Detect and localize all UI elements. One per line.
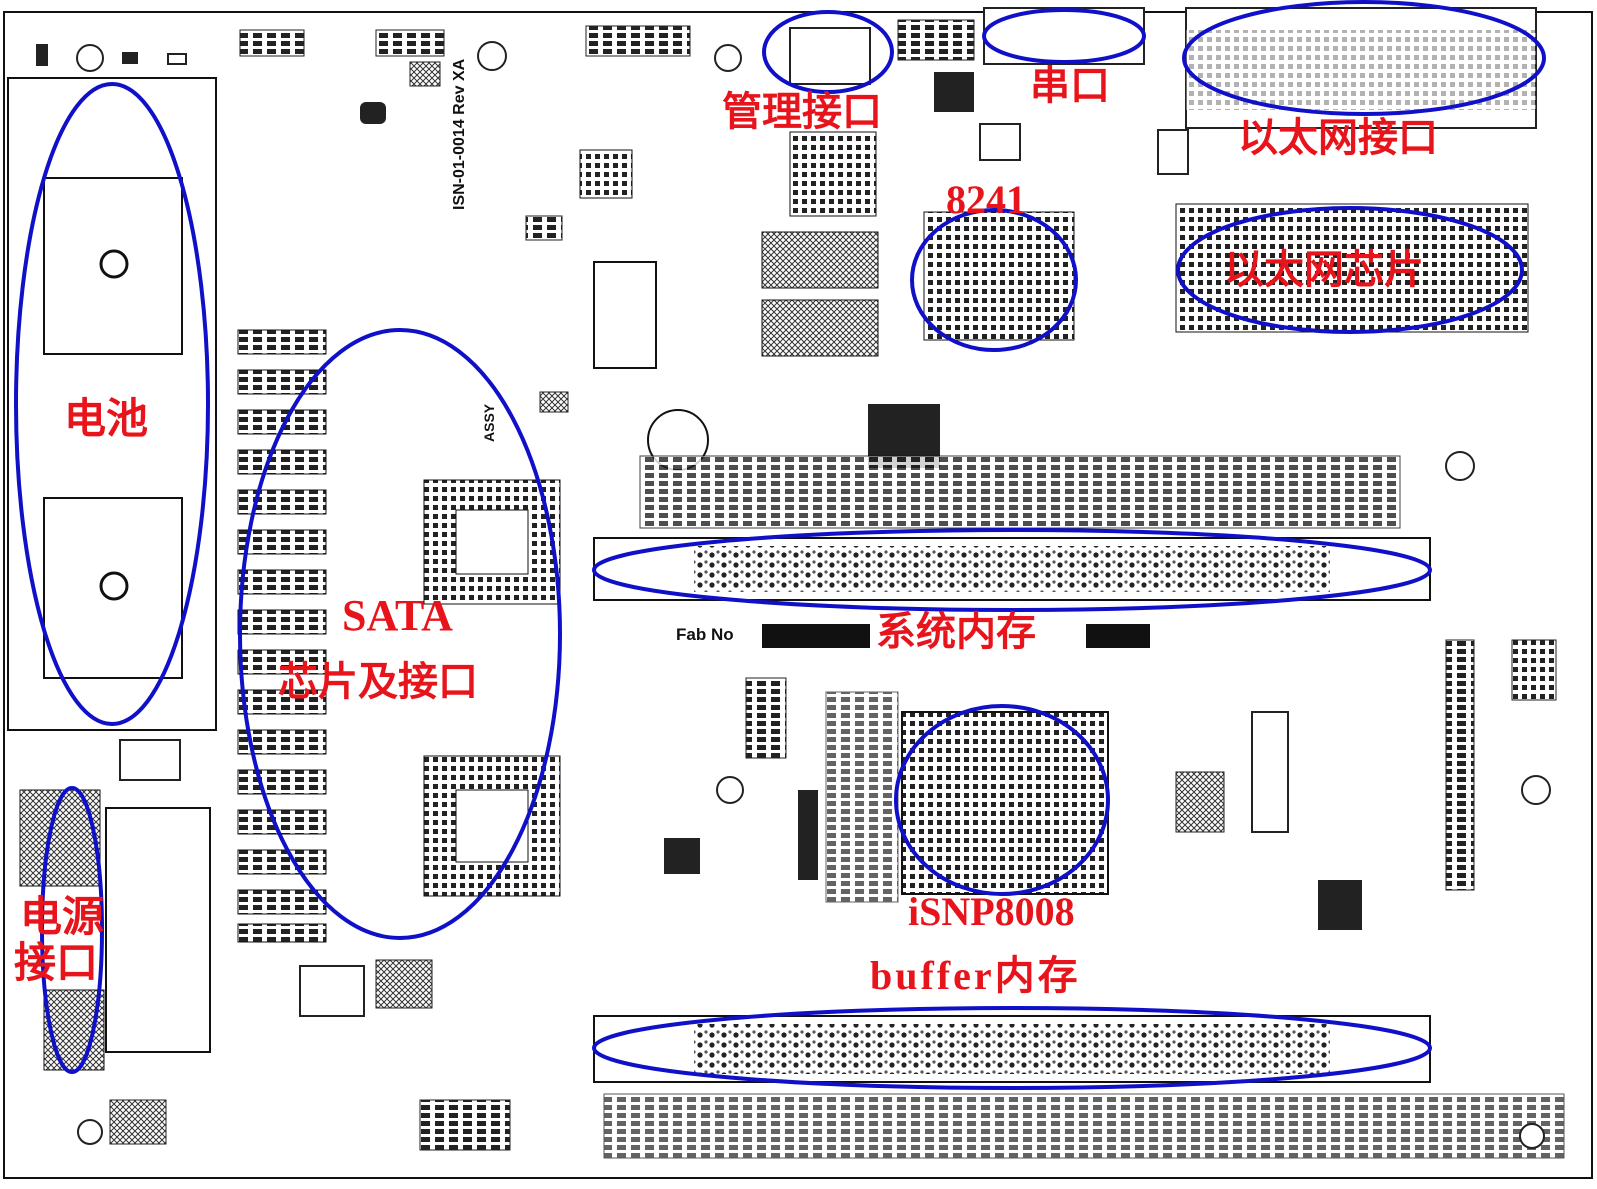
system-memory-label: 系统内存 (876, 608, 1036, 655)
npu-label: iSNP8008 (908, 889, 1075, 934)
power-port-outline (40, 786, 104, 1074)
cpu-outline (910, 208, 1078, 352)
ethernet-port-outline (1182, 0, 1546, 116)
npu-outline (894, 704, 1110, 896)
ethernet-chip-label: 以太网芯片 (1224, 246, 1424, 293)
battery-label: 电池 (64, 394, 149, 443)
mgmt-port-outline (762, 10, 894, 94)
board-id-silkscreen: ISN-01-0014 Rev XA (451, 58, 468, 210)
ethernet-port-label: 以太网接口 (1238, 114, 1438, 161)
serial-port-label: 串口 (1030, 62, 1110, 109)
buffer-memory-outline (592, 1006, 1432, 1090)
system-memory-outline (592, 528, 1432, 612)
serial-port-outline (982, 8, 1146, 64)
power-port-label-line1: 电源 (20, 892, 105, 941)
buffer-memory-label: buffer内存 (870, 953, 1081, 998)
sata-label-line1: SATA (342, 591, 453, 640)
sata-label-line2: 芯片及接口 (278, 658, 478, 705)
cpu-label: 8241 (946, 177, 1026, 222)
battery-outline (14, 82, 210, 726)
sata-outline (238, 328, 562, 940)
assy-silkscreen: ASSY (481, 403, 497, 442)
system-memory-slot (593, 455, 1431, 601)
power-port-label-line2: 接口 (14, 938, 99, 987)
ethernet-chip-outline (1176, 206, 1524, 334)
fab-no-silkscreen: Fab No (676, 625, 734, 644)
mgmt-port-label: 管理接口 (722, 88, 882, 135)
